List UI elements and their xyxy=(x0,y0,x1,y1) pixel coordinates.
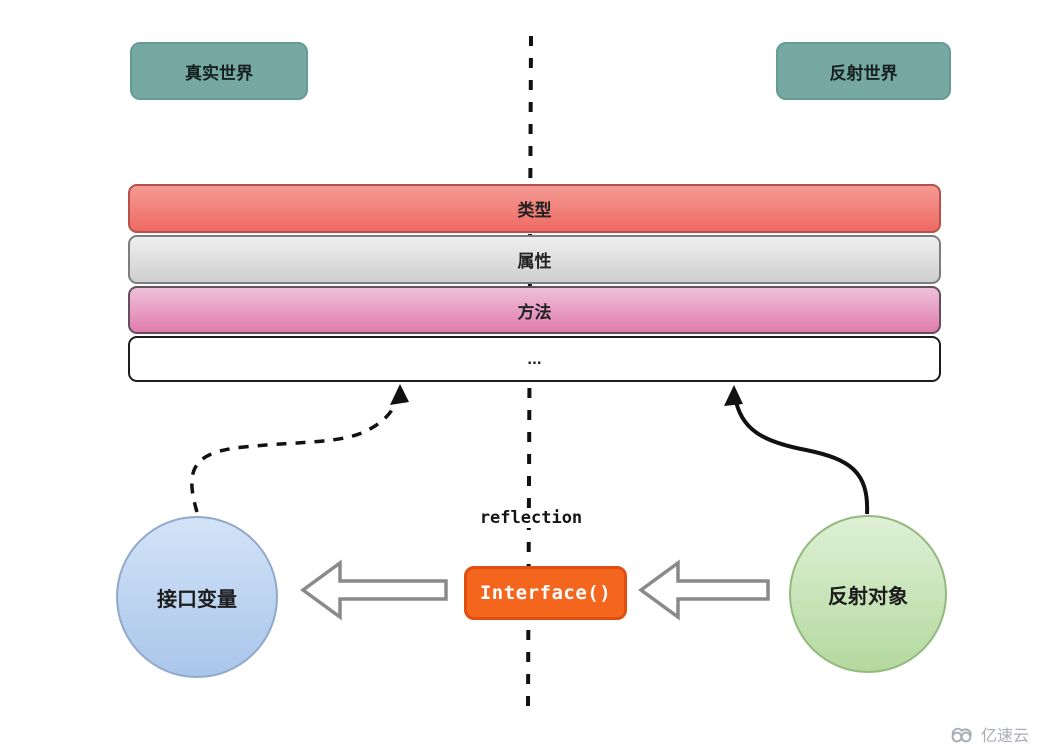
interface-variable-label: 接口变量 xyxy=(157,588,237,611)
hollow-arrow-right xyxy=(638,559,770,621)
cloud-logo-icon xyxy=(951,727,972,743)
interface-variable-circle: 接口变量 xyxy=(116,516,278,678)
dashed-curve-arrow xyxy=(190,384,409,513)
layer-attribute-label: 属性 xyxy=(517,252,552,271)
watermark-brand-text: 亿速云 xyxy=(980,728,1029,745)
reflection-caption: reflection xyxy=(431,508,631,528)
hollow-arrow-left xyxy=(300,559,448,621)
interface-call-box: Interface() xyxy=(464,566,627,620)
watermark: 亿速云 xyxy=(948,722,1029,746)
solid-curve-arrow xyxy=(724,385,870,515)
layer-bar-method: 方法 xyxy=(128,286,941,334)
reflection-world-box: 反射世界 xyxy=(776,42,951,100)
interface-call-label: Interface() xyxy=(479,582,612,604)
real-world-label: 真实世界 xyxy=(185,63,253,83)
reflection-world-label: 反射世界 xyxy=(829,63,898,83)
layer-ellipsis-label: ... xyxy=(527,349,542,368)
layer-type-label: 类型 xyxy=(517,201,552,220)
reflection-object-circle: 反射对象 xyxy=(789,515,947,673)
layer-bar-attribute: 属性 xyxy=(128,235,941,284)
real-world-box: 真实世界 xyxy=(130,42,308,100)
reflection-object-label: 反射对象 xyxy=(828,585,908,608)
layer-bar-ellipsis: ... xyxy=(128,336,941,382)
layer-method-label: 方法 xyxy=(517,302,552,322)
layer-bar-type: 类型 xyxy=(128,184,941,233)
